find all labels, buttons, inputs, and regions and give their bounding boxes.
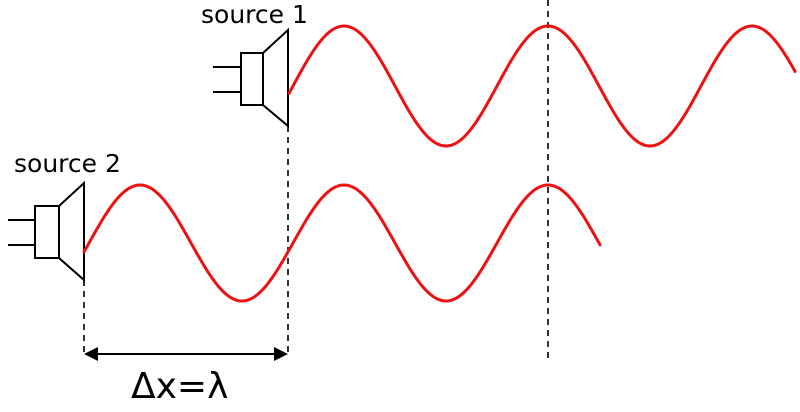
- source1-label: source 1: [201, 0, 308, 29]
- wavelength-arrow: [84, 347, 288, 361]
- speaker-icon: [213, 27, 289, 129]
- path-difference-label: Δx=λ: [131, 366, 229, 407]
- wave-source1: [287, 24, 797, 148]
- speaker-icon: [8, 180, 85, 283]
- wave-source2: [82, 183, 602, 303]
- source2-label: source 2: [14, 149, 121, 178]
